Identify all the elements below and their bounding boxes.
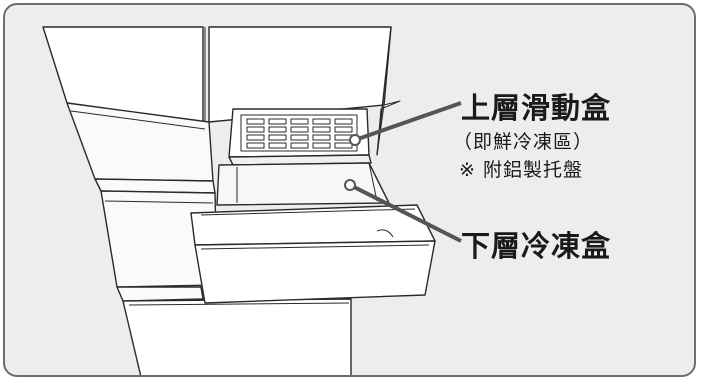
aluminum-tray-grid [246,118,353,149]
refrigerator-illustration [42,26,462,375]
upper-doors [42,26,392,123]
lower-box-marker [344,179,356,191]
diagram-frame: 上層滑動盒 （即鮮冷凍區） ※ 附鋁製托盤 下層冷凍盒 [3,3,696,377]
right-cabinet [376,26,401,156]
bottom-drawer [122,298,352,375]
upper-box-note-aluminum-tray: ※ 附鋁製托盤 [459,159,583,181]
lower-freezer-box [190,162,436,304]
upper-box-marker [349,134,361,146]
leader-lines [349,101,462,243]
upper-box-label: 上層滑動盒 [461,91,612,125]
left-cabinet [66,102,218,302]
lower-box-label: 下層冷凍盒 [461,229,612,263]
upper-box-note-fresh-freeze: （即鮮冷凍區） [453,131,594,153]
